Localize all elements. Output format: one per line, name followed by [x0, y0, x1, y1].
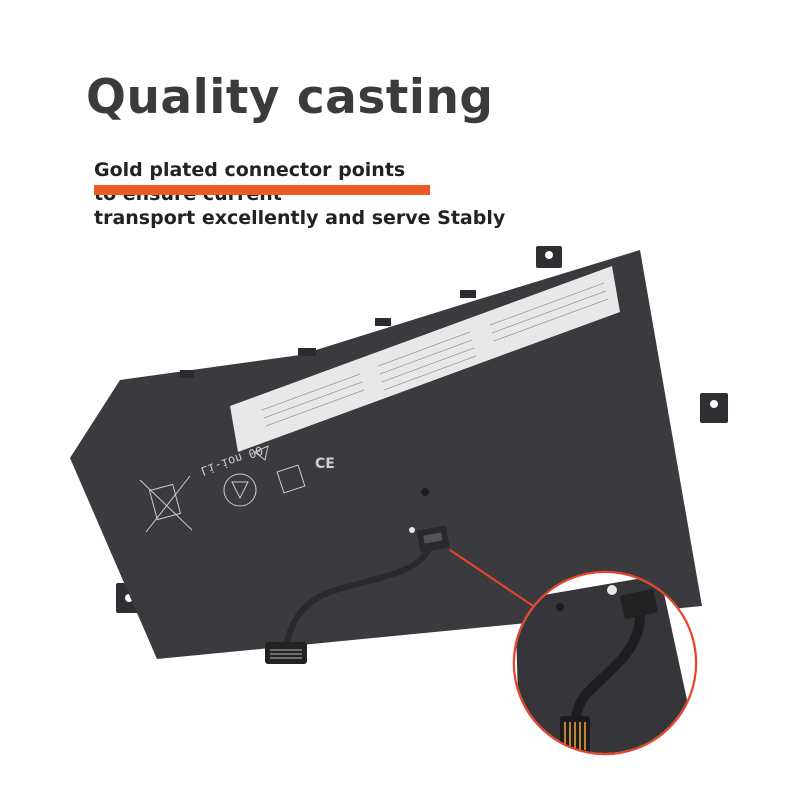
warning-icon — [254, 445, 269, 461]
screw-hole — [421, 488, 429, 496]
page-title: Quality casting — [86, 70, 494, 125]
cert-box-icon — [276, 464, 306, 494]
spec-label — [230, 266, 620, 452]
battery-body — [70, 250, 702, 659]
battery-cable — [282, 544, 433, 651]
callout-line — [449, 549, 546, 615]
recycle-icon — [223, 473, 257, 507]
label-text-lines — [261, 282, 609, 427]
regulatory-marks — [139, 445, 306, 533]
battery-connector — [416, 525, 450, 553]
description-line-1: Gold plated connector points — [94, 159, 406, 181]
top-ridges — [180, 290, 476, 378]
weee-bin-icon — [139, 475, 193, 533]
connector-marker — [409, 527, 415, 533]
cable-plug — [265, 642, 307, 664]
heading: Quality casting — [86, 68, 494, 195]
zoom-inset — [512, 570, 698, 756]
title-underline-bar — [94, 185, 430, 195]
description-line-3: transport excellently and serve Stably — [94, 207, 506, 229]
ce-mark: CE — [315, 456, 335, 472]
